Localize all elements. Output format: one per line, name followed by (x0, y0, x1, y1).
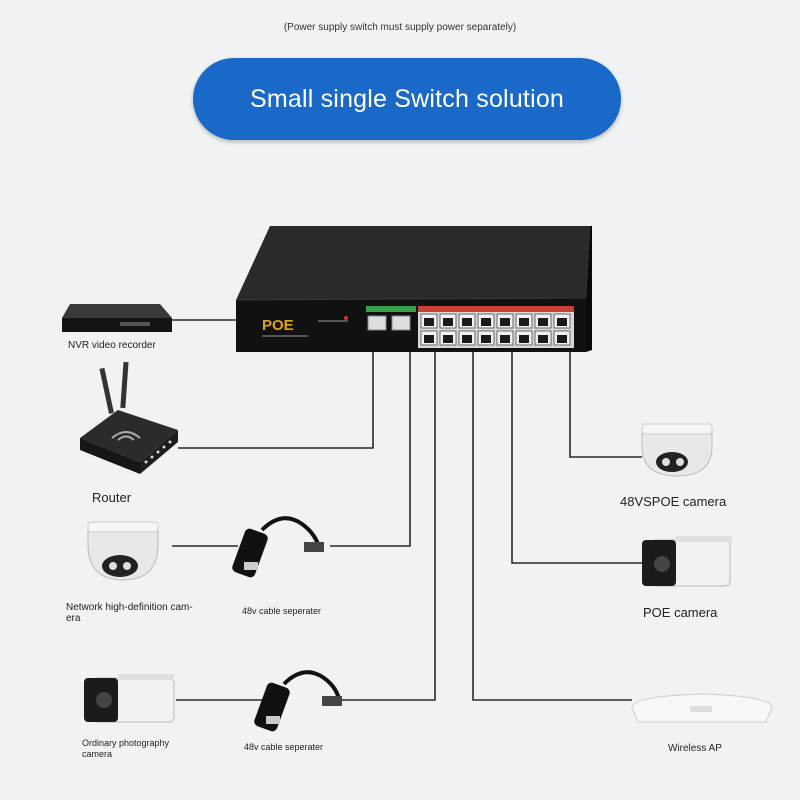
left-bullet-lens (96, 692, 112, 708)
spec-text-line (318, 320, 348, 322)
label-router: Router (92, 490, 132, 505)
splitter-2-plug (322, 696, 342, 706)
router-led (144, 460, 148, 464)
wifi-arc-inner (117, 435, 135, 441)
poe-port-socket (481, 335, 491, 343)
ordinary-bullet-camera (84, 674, 175, 723)
cable-splitter-2-device (254, 670, 342, 732)
router-antenna-left (99, 367, 114, 414)
poe-ports (420, 313, 571, 346)
switch-top (236, 226, 590, 300)
poe-port-socket (500, 318, 510, 326)
label-nvr: NVR video recorder (68, 340, 156, 351)
label-splitter-2: 48v cable seperater (244, 742, 324, 752)
dome-lens-housing (656, 452, 688, 472)
router-leds (144, 440, 172, 464)
nvr-front (62, 318, 172, 332)
poe-port-socket (462, 335, 472, 343)
poe-port-socket (424, 335, 434, 343)
switch-side (586, 226, 592, 352)
nvr-device (62, 304, 172, 332)
left-dome-lens-housing (102, 555, 138, 577)
cables (172, 319, 642, 701)
cable-poe-camera (511, 350, 642, 564)
cable-48v-dome (569, 350, 642, 458)
cable-wireless-ap (472, 350, 632, 701)
network-dome-camera (87, 521, 159, 581)
poe-port-socket (424, 318, 434, 326)
nvr-panel (120, 322, 150, 326)
poe-port-socket (462, 318, 472, 326)
label-network-camera: Network high-definition cam- era (66, 602, 193, 624)
dome-ir (676, 458, 684, 466)
label-splitter-1: 48v cable seperater (242, 606, 322, 616)
left-bullet-shade (118, 674, 174, 680)
splitter-1-port (244, 562, 258, 570)
poe-logo: POE (262, 317, 294, 334)
page-title: Small single Switch solution (249, 84, 565, 113)
splitter-2-body (254, 682, 290, 732)
splitter-1-lead (260, 516, 322, 551)
cable-splitter-1-device (232, 516, 324, 578)
splitter-2-port (266, 716, 280, 724)
poe-port-socket (443, 335, 453, 343)
uplink-port-bar (366, 306, 416, 312)
left-dome-ir (123, 562, 131, 570)
label-ordinary-camera: Ordinary photography camera (82, 738, 170, 759)
router-device (80, 361, 178, 474)
label-poe-camera: POE camera (643, 605, 718, 620)
splitter-1-body (232, 528, 268, 578)
router-antenna-right (120, 361, 129, 409)
wifi-arc-outer (111, 431, 141, 439)
dome-camera-48v (641, 423, 713, 477)
cable-splitter-2 (342, 350, 436, 701)
poe-port-socket (519, 335, 529, 343)
uplink-port-1 (367, 315, 387, 331)
power-supply-note: (Power supply switch must supply power s… (283, 22, 517, 33)
title-banner: Small single Switch solution (193, 58, 621, 140)
cable-splitter-1 (330, 350, 411, 547)
label-wireless-ap: Wireless AP (668, 743, 722, 754)
poe-port-socket (443, 318, 453, 326)
bullet-lens (654, 556, 670, 572)
wireless-ap-device (631, 693, 773, 723)
poe-switch: POE (235, 226, 592, 352)
router-led (162, 445, 166, 449)
bullet-shade (676, 536, 732, 542)
poe-port-socket (538, 335, 548, 343)
label-48v-camera: 48VSPOE camera (620, 494, 727, 509)
switch-edge (235, 297, 587, 301)
nvr-top (62, 304, 172, 318)
left-dome-lens (109, 562, 117, 570)
splitter-2-lead (282, 670, 342, 705)
router-front (80, 438, 140, 474)
router-led (168, 440, 172, 444)
power-led (344, 316, 348, 320)
splitter-1-plug (304, 542, 324, 552)
poe-port-bar (418, 306, 574, 312)
poe-port-socket (538, 318, 548, 326)
poe-port-socket (557, 335, 567, 343)
uplink-port-2 (391, 315, 411, 331)
poe-bullet-camera (642, 536, 732, 587)
cable-router (178, 350, 374, 449)
poe-port-socket (557, 318, 567, 326)
router-led (156, 450, 160, 454)
router-led (150, 455, 154, 459)
left-dome-base (87, 521, 159, 533)
ap-label (690, 706, 712, 712)
model-text-line (262, 335, 308, 337)
poe-port-socket (481, 318, 491, 326)
dome-base (641, 423, 713, 435)
poe-port-socket (519, 318, 529, 326)
poe-port-socket (500, 335, 510, 343)
dome-lens (662, 458, 670, 466)
